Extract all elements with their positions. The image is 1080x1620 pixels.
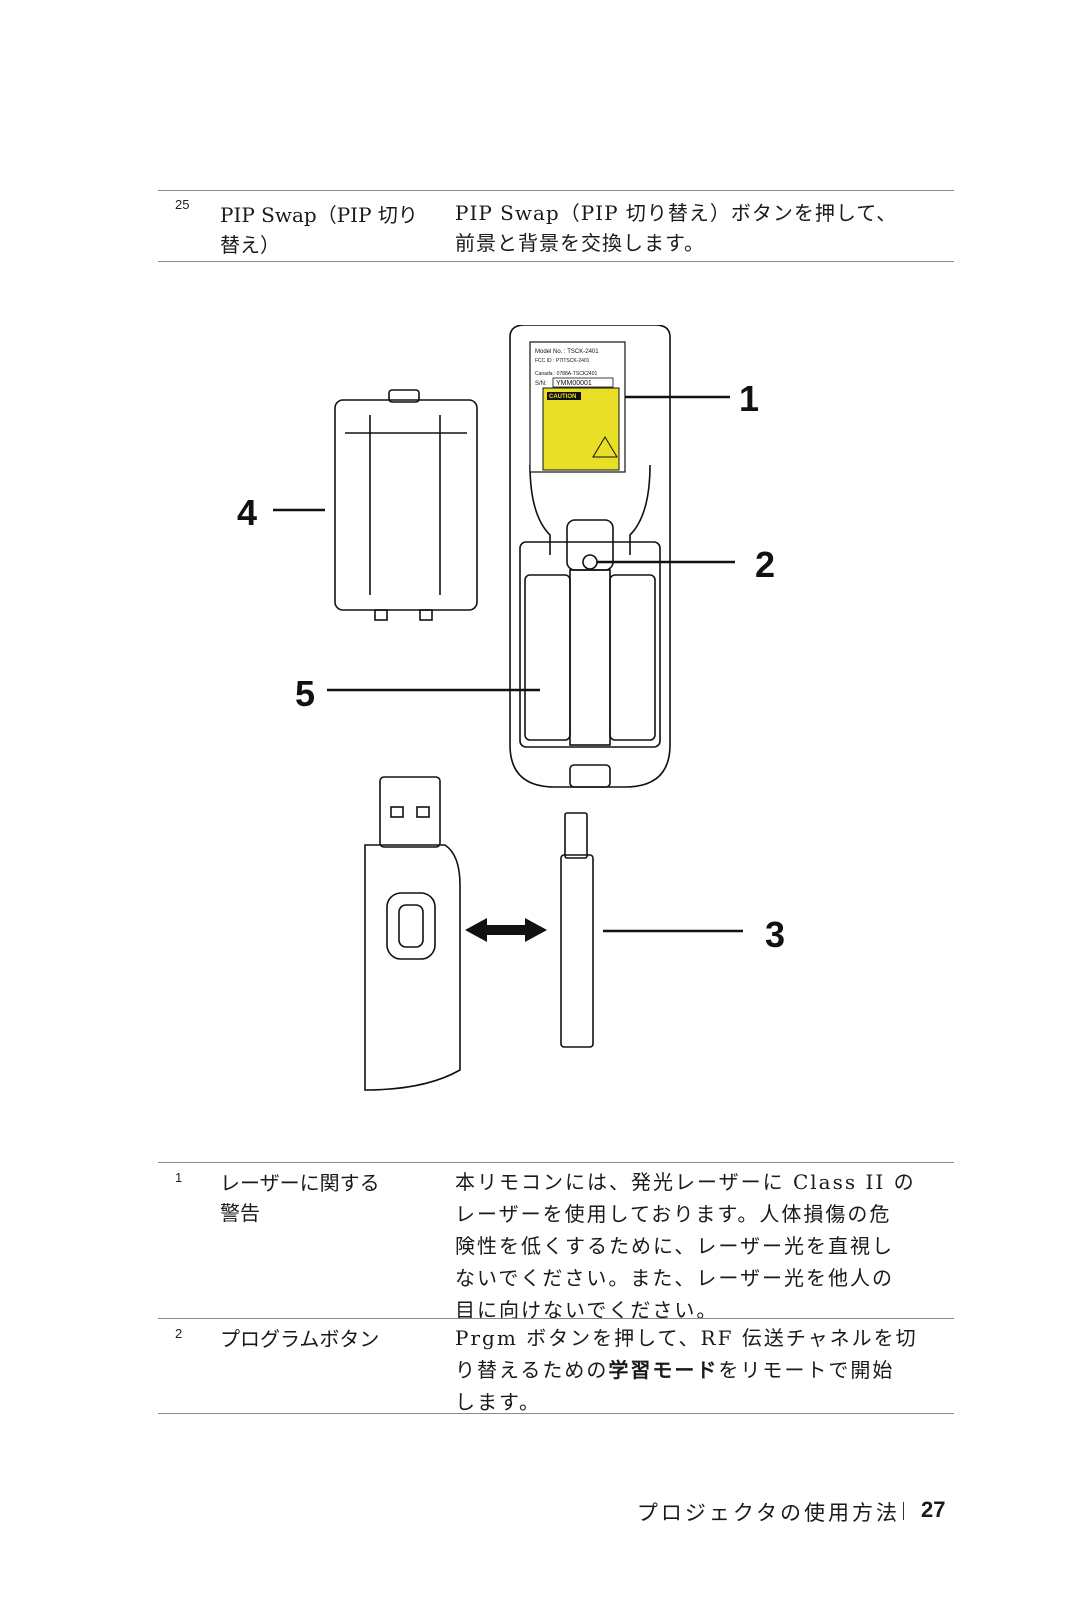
row-desc-line: り替えるための学習モードをリモートで開始 — [455, 1354, 950, 1386]
row-desc-line: 前景と背景を交換します。 — [455, 231, 705, 255]
remote-control-figure: Model No. : TSCK-2401 FCC ID : P7ITSCK-2… — [237, 325, 785, 1091]
desc-text: をリモートで開始 — [718, 1358, 895, 1382]
callout-2: 2 — [755, 544, 775, 585]
row-name-line: PIP Swap（PIP 切り — [220, 203, 418, 227]
callout-1: 1 — [739, 378, 759, 419]
label-sn-prefix: S/N: — [535, 381, 547, 387]
label-model: Model No. : TSCK-2401 — [535, 349, 599, 355]
row-desc-line: 本リモコンには、発光レーザーに Class II の — [455, 1170, 916, 1194]
row-desc-line: PIP Swap（PIP 切り替え）ボタンを押して、 — [455, 201, 898, 225]
remote-body-illustration — [509, 325, 671, 788]
label-caution: CAUTION — [549, 394, 576, 400]
row-name: プログラムボタン — [220, 1324, 435, 1354]
row-desc-line: Prgm ボタンを押して、RF 伝送チャネルを切 — [455, 1326, 918, 1350]
row-description: Prgm ボタンを押して、RF 伝送チャネルを切 り替えるための学習モードをリモ… — [455, 1322, 950, 1418]
row-name-line: プログラムボタン — [220, 1327, 380, 1351]
row-number: 25 — [175, 197, 190, 212]
row-name: レーザーに関する 警告 — [220, 1168, 435, 1228]
table-bottom-rule — [158, 1162, 954, 1163]
table-row-divider — [158, 1318, 954, 1319]
table-bottom-rule — [158, 1413, 954, 1414]
row-desc-line: ないでください。また、レーザー光を他人の — [455, 1266, 894, 1290]
row-name: PIP Swap（PIP 切り 替え） — [220, 200, 435, 260]
table-top-rule — [158, 261, 954, 262]
table-top-rule — [158, 190, 954, 191]
page-number: 27 — [921, 1497, 946, 1522]
label-canada: Canada : 0788A-TSCK2401 — [535, 371, 597, 377]
row-name-line: 警告 — [220, 1201, 260, 1225]
row-number: 2 — [175, 1326, 183, 1341]
label-serial: YMM00001 — [556, 380, 592, 387]
learning-mode-term: 学習モード — [608, 1358, 719, 1382]
usb-dongle-illustration — [364, 776, 594, 1091]
product-label: Model No. : TSCK-2401 FCC ID : P7ITSCK-2… — [529, 341, 626, 473]
row-number: 1 — [175, 1170, 183, 1185]
callout-4: 4 — [237, 492, 257, 533]
row-name-line: レーザーに関する — [220, 1171, 380, 1195]
footer-section-title: プロジェクタの使用方法 — [636, 1501, 900, 1525]
row-description: 本リモコンには、発光レーザーに Class II の レーザーを使用しております… — [455, 1166, 950, 1326]
row-desc-line: します。 — [455, 1390, 541, 1414]
callout-3: 3 — [765, 914, 785, 955]
page-footer: プロジェクタの使用方法 27 — [0, 1497, 1080, 1527]
row-description: PIP Swap（PIP 切り替え）ボタンを押して、 前景と背景を交換します。 — [455, 198, 950, 258]
footer-divider — [903, 1502, 904, 1520]
label-fcc: FCC ID : P7ITSCK-2401 — [535, 358, 590, 364]
row-name-line: 替え） — [220, 233, 280, 257]
battery-cover-illustration — [334, 389, 478, 621]
callout-5: 5 — [295, 673, 315, 714]
row-desc-line: 険性を低くするために、レーザー光を直視し — [455, 1234, 894, 1258]
swap-arrow-icon — [465, 918, 547, 942]
desc-text: り替えるための — [455, 1358, 609, 1382]
row-desc-line: レーザーを使用しております。人体損傷の危 — [455, 1202, 892, 1226]
